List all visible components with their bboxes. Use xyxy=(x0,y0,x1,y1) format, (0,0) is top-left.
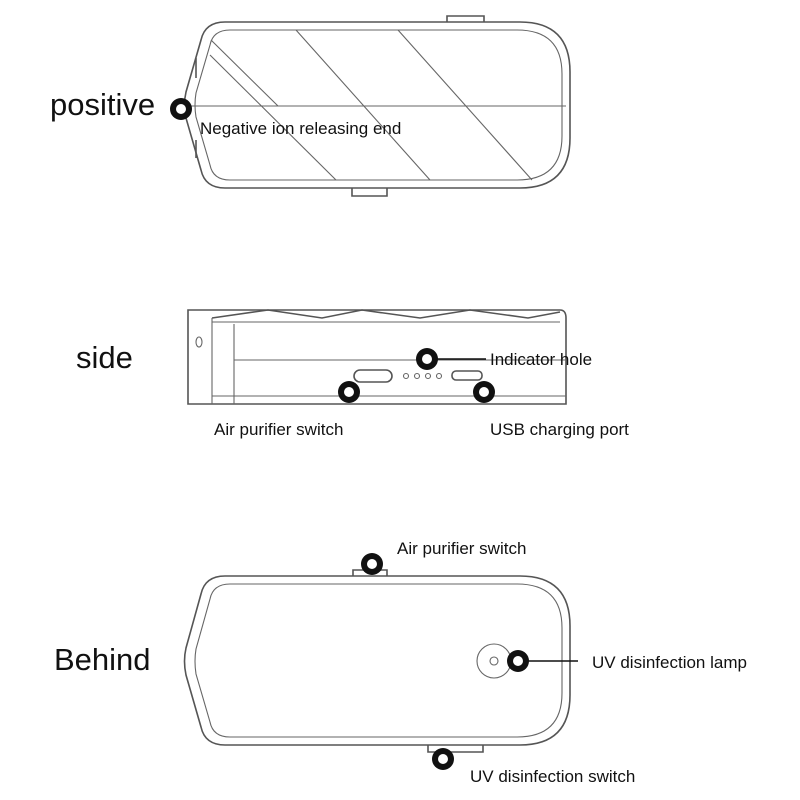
front-body-outline xyxy=(183,21,571,189)
front-stripe-2 xyxy=(209,54,337,181)
side-switch-callout-marker xyxy=(338,381,360,403)
back-air-purifier-switch-label: Air purifier switch xyxy=(397,539,526,558)
behind-view: Behind Air purifier switch UV disinfecti… xyxy=(54,539,747,786)
front-bottom-tab xyxy=(351,188,388,197)
side-view: side Indicator hole Air purifier switch … xyxy=(76,309,629,439)
uv-lamp-center xyxy=(489,656,499,666)
side-indicator-dot-3 xyxy=(424,372,432,380)
front-inner-panel xyxy=(194,29,563,181)
negative-ion-end-callout-marker xyxy=(170,98,192,120)
usb-port-callout-marker xyxy=(473,381,495,403)
side-usb-port xyxy=(451,370,483,381)
uv-disinfection-lamp-label: UV disinfection lamp xyxy=(592,653,747,672)
side-indicator-dot-4 xyxy=(435,372,443,380)
side-indicator-dot-2 xyxy=(413,372,421,380)
positive-view: positive Negative ion releasing end xyxy=(50,15,571,197)
front-stripe-3 xyxy=(295,29,431,181)
positive-view-label: positive xyxy=(50,87,155,122)
side-indicator-dot-1 xyxy=(402,372,410,380)
usb-charging-port-label: USB charging port xyxy=(490,420,629,439)
side-view-label: side xyxy=(76,340,133,375)
indicator-hole-label: Indicator hole xyxy=(490,350,592,369)
uv-lamp-callout-marker xyxy=(507,650,529,672)
front-top-tab xyxy=(446,15,485,22)
front-stripe-1 xyxy=(210,39,279,107)
uv-lamp-ring xyxy=(476,643,512,679)
front-stripe-4 xyxy=(397,29,533,181)
back-inner-panel xyxy=(194,583,563,738)
back-switch-callout-marker xyxy=(361,553,383,575)
side-pin-hole xyxy=(195,336,203,348)
side-air-purifier-switch-label: Air purifier switch xyxy=(214,420,343,439)
indicator-hole-callout-marker xyxy=(416,348,438,370)
back-bottom-switch-tab xyxy=(427,745,484,753)
side-air-purifier-switch xyxy=(353,369,393,383)
side-top-ribs xyxy=(211,309,561,319)
side-body-outline xyxy=(187,309,567,405)
uv-switch-callout-marker xyxy=(432,748,454,770)
back-body-outline xyxy=(183,575,571,746)
behind-view-label: Behind xyxy=(54,642,151,677)
negative-ion-end-label: Negative ion releasing end xyxy=(200,119,401,138)
uv-disinfection-switch-label: UV disinfection switch xyxy=(470,767,635,786)
